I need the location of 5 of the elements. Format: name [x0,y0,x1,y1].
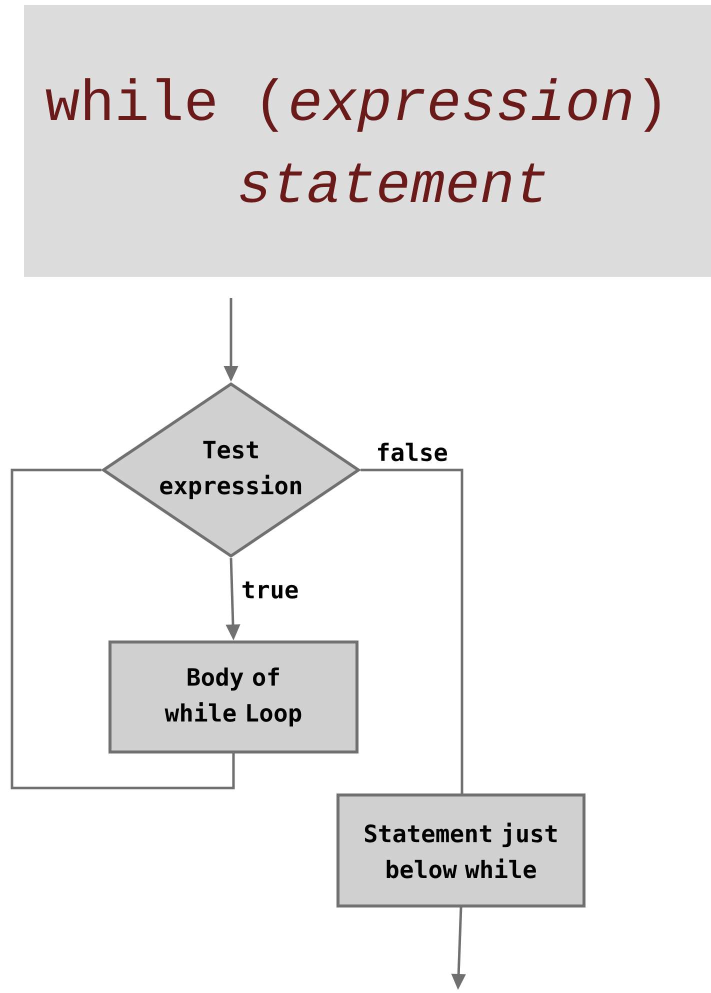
code-band: while (expression) statement [24,5,711,277]
edge-label: true [240,580,300,600]
process-box: Statement just below while [336,794,586,908]
edge-label: false [375,442,449,462]
process-box: Body of while Loop [108,640,358,754]
